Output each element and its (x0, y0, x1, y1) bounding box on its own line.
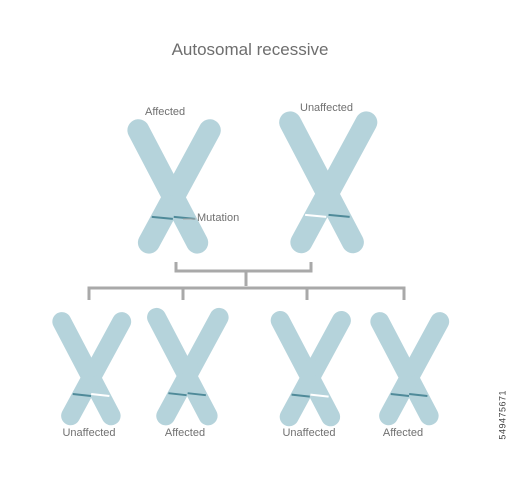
mutation-band (409, 393, 428, 398)
child-chromosome-4 (370, 312, 450, 426)
diagram-title: Autosomal recessive (171, 40, 329, 59)
child-3-label: Unaffected (282, 427, 336, 439)
parent-right-label: Unaffected (300, 102, 354, 114)
children-bar-line (87, 286, 406, 300)
mutation-band (291, 393, 310, 398)
normal-band (91, 393, 110, 398)
parent-chromosome-unaffected (279, 111, 378, 254)
chromosome-centromere (316, 171, 341, 192)
chromosome-centromere (300, 359, 322, 377)
chromosome-centromere (177, 357, 199, 375)
mutation-label: Mutation (197, 212, 240, 224)
child-chromosome-1 (52, 312, 132, 426)
mutation-band (390, 393, 410, 398)
parent-chromosome-affected (127, 119, 221, 254)
chromosome-centromere (399, 359, 421, 377)
mutation-band (187, 392, 206, 397)
mutation-band (72, 393, 92, 398)
mutation-band (328, 213, 350, 218)
pedigree-connector (87, 262, 406, 300)
child-1-label: Unaffected (62, 427, 116, 439)
chromosome-centromere (162, 176, 187, 196)
child-chromosome-2 (147, 307, 229, 426)
mutation-band (151, 215, 173, 220)
normal-band (304, 213, 327, 218)
child-2-label: Affected (164, 427, 206, 439)
child-4-label: Affected (382, 427, 424, 439)
parent-left-label: Affected (145, 106, 186, 118)
chromosome-centromere (81, 359, 103, 377)
stock-id: 549475671 (498, 390, 508, 440)
child-chromosome-3 (270, 311, 351, 427)
mutation-band (168, 392, 187, 397)
parent-join-line (174, 262, 313, 273)
normal-band (310, 393, 329, 398)
